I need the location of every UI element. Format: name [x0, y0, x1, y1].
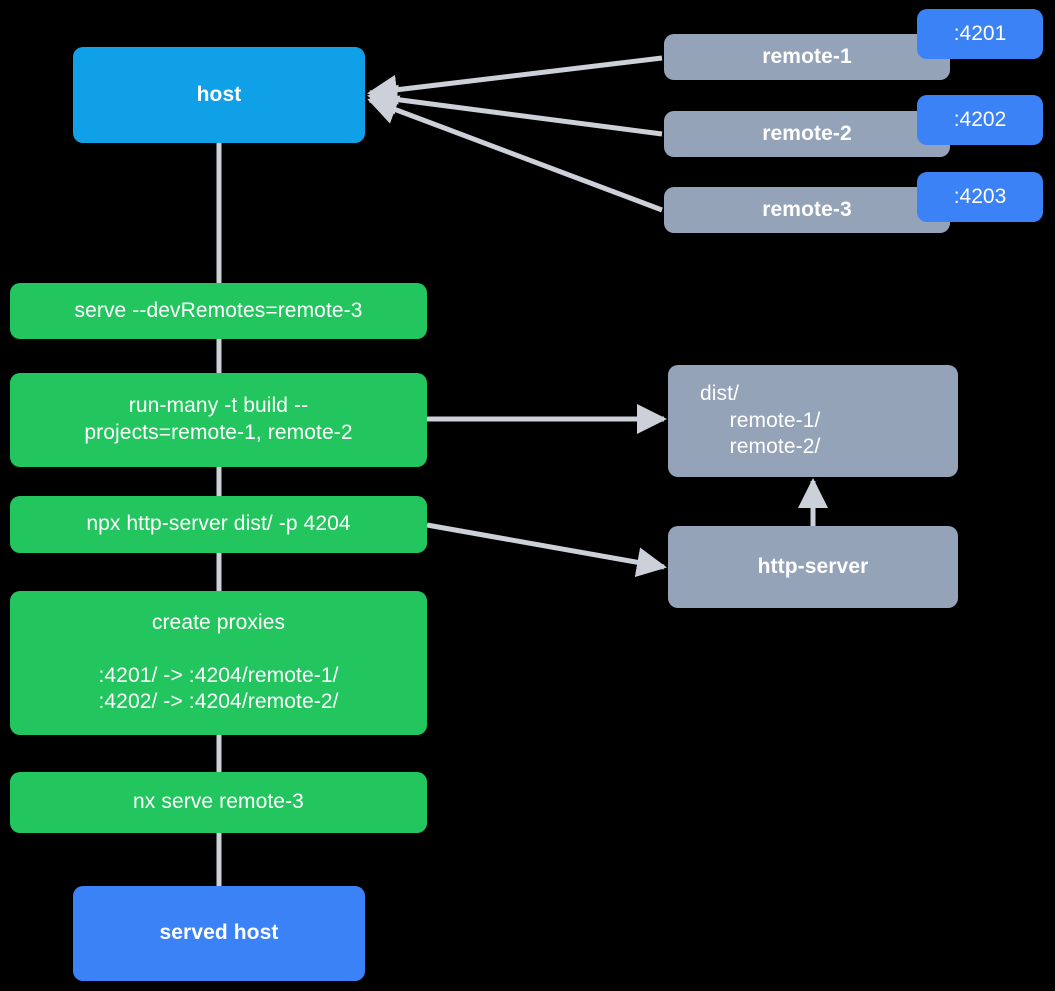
edge-httpcmd-to-httpserver — [426, 522, 667, 578]
port-badge-remote-3[interactable]: :4203 — [917, 172, 1043, 222]
node-remote-1[interactable]: remote-1 — [664, 34, 950, 80]
node-served-host[interactable]: served host — [73, 886, 365, 981]
node-http-server[interactable]: http-server — [668, 526, 958, 608]
node-command-serve-label: serve --devRemotes=remote-3 — [74, 298, 363, 322]
port-badge-remote-3-label: :4203 — [953, 185, 1007, 208]
edge-remote3-to-host — [367, 95, 663, 213]
node-command-create-proxies[interactable]: create proxies :4201/ -> :4204/remote-1/… — [10, 591, 427, 735]
edge-remote2-to-host — [367, 84, 663, 137]
node-remote-2[interactable]: remote-2 — [664, 111, 950, 157]
node-command-nx-serve-label: nx serve remote-3 — [133, 790, 304, 814]
node-host-label: host — [196, 82, 242, 106]
node-dist-folder-label: dist/ remote-1/ remote-2/ — [700, 381, 821, 459]
node-host[interactable]: host — [73, 47, 365, 143]
port-badge-remote-1[interactable]: :4201 — [917, 9, 1043, 59]
port-badge-remote-1-label: :4201 — [953, 22, 1007, 45]
node-command-serve[interactable]: serve --devRemotes=remote-3 — [10, 283, 427, 339]
node-command-npx-http-server[interactable]: npx http-server dist/ -p 4204 — [10, 496, 427, 553]
node-remote-1-label: remote-1 — [762, 44, 852, 68]
node-http-server-label: http-server — [757, 554, 869, 578]
node-dist-folder[interactable]: dist/ remote-1/ remote-2/ — [668, 365, 958, 477]
port-badge-remote-2[interactable]: :4202 — [917, 95, 1043, 145]
node-remote-2-label: remote-2 — [762, 121, 852, 145]
node-command-nx-serve[interactable]: nx serve remote-3 — [10, 772, 427, 833]
node-command-npx-http-server-label: npx http-server dist/ -p 4204 — [86, 512, 351, 536]
port-badge-remote-2-label: :4202 — [953, 108, 1007, 131]
node-remote-3-label: remote-3 — [762, 197, 852, 221]
edge-remote1-to-host — [367, 55, 663, 105]
node-command-run-many-label: run-many -t build -- projects=remote-1, … — [84, 394, 353, 444]
node-command-create-proxies-mappings: :4201/ -> :4204/remote-1/ :4202/ -> :420… — [98, 663, 339, 714]
node-served-host-label: served host — [159, 921, 279, 945]
node-command-run-many[interactable]: run-many -t build -- projects=remote-1, … — [10, 373, 427, 467]
node-command-create-proxies-title: create proxies — [151, 610, 286, 634]
node-remote-3[interactable]: remote-3 — [664, 187, 950, 233]
